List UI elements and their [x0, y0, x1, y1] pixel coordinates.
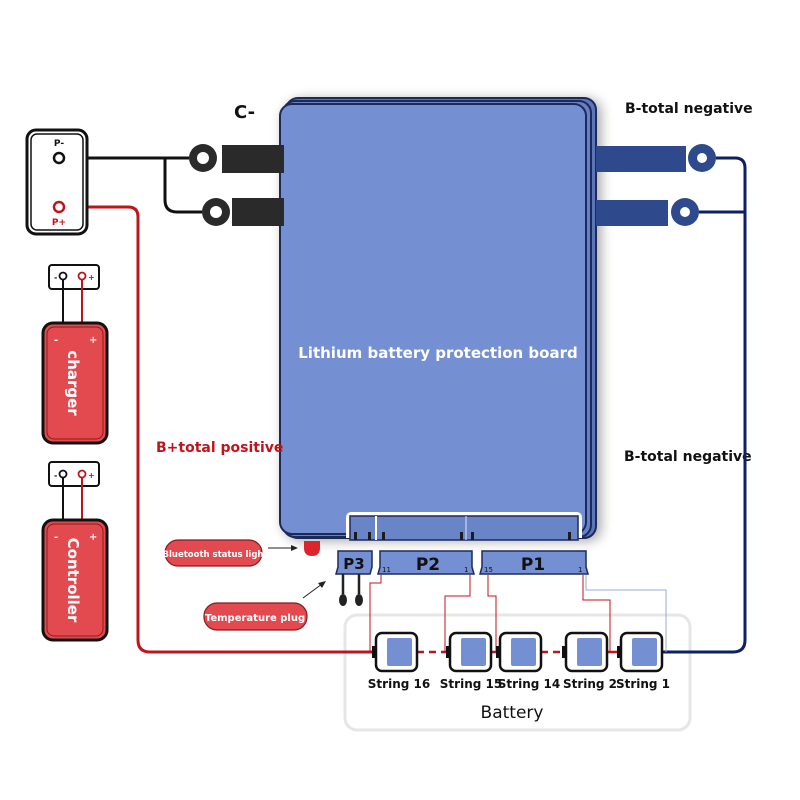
- temperature-probe-icon: [339, 594, 347, 606]
- p1-pin-right: 1: [578, 566, 582, 574]
- balance-wires: [369, 575, 667, 652]
- p1-label: P1: [521, 555, 545, 575]
- bluetooth-arrow-head: [291, 545, 298, 551]
- connector-socket: [346, 512, 582, 541]
- p-minus-label: P-: [54, 139, 64, 149]
- p-minus-wire-branch: [163, 158, 202, 214]
- b-minus-terminal-2: [596, 198, 699, 226]
- c-minus-label: C-: [234, 102, 255, 123]
- p2-pin-right: 1: [464, 566, 468, 574]
- controller-device: [41, 461, 109, 642]
- charger-label: charger: [64, 350, 82, 416]
- output-port: [25, 128, 89, 236]
- c-minus-terminal-1: [189, 144, 284, 173]
- cell-terminal: [496, 646, 501, 658]
- battery-title: Battery: [481, 703, 544, 723]
- charger-device: [41, 264, 109, 445]
- bluetooth-callout-text: Bluetooth status ligh: [163, 550, 264, 560]
- charger-minus: -: [54, 335, 58, 346]
- battery-cell-fill: [632, 638, 657, 666]
- temperature-probe-icon: [355, 594, 363, 606]
- cell-terminal: [617, 646, 622, 658]
- bluetooth-callout: [164, 539, 263, 567]
- p2-pin-left: 11: [382, 566, 391, 574]
- b-total-negative-side-label: B-total negative: [624, 449, 752, 465]
- p1-pin-left: 15: [484, 566, 493, 574]
- string-label: String 16: [368, 677, 430, 691]
- p2-connector: [377, 550, 475, 575]
- string-label: String 2: [563, 677, 617, 691]
- b-positive-wire: [60, 205, 372, 654]
- string-label: String 15: [440, 677, 502, 691]
- p1-connector: [479, 550, 589, 575]
- battery-cell-fill: [461, 638, 486, 666]
- charger-plus: +: [89, 335, 97, 346]
- controller-port-plus: +: [88, 471, 95, 480]
- controller-port-minus: -: [54, 471, 57, 480]
- p3-label: P3: [343, 555, 364, 573]
- bluetooth-led-icon: [304, 541, 320, 556]
- battery-cell-fill: [387, 638, 412, 666]
- board-title: Lithium battery protection board: [298, 344, 578, 362]
- temperature-arrow-head: [318, 581, 326, 588]
- b-minus-terminal-1: [596, 144, 716, 172]
- p-plus-label: P+: [52, 218, 66, 228]
- cell-terminal: [446, 646, 451, 658]
- cell-terminal: [372, 646, 377, 658]
- c-minus-terminal-2: [202, 198, 284, 226]
- string-label: String 14: [498, 677, 560, 691]
- temperature-arrow: [302, 583, 323, 599]
- controller-label: Controller: [64, 538, 82, 623]
- cell-terminal: [562, 646, 567, 658]
- p-minus-terminal: [52, 151, 66, 165]
- p3-connector: [335, 550, 373, 606]
- p-plus-terminal: [52, 200, 66, 214]
- p2-label: P2: [416, 555, 440, 575]
- string-label: String 1: [616, 677, 670, 691]
- battery-cell-fill: [577, 638, 602, 666]
- b-negative-wire: [662, 156, 747, 654]
- battery-cell-fill: [511, 638, 536, 666]
- charger-port-minus: -: [54, 273, 57, 282]
- protection-board: [279, 97, 597, 539]
- charger-port-plus: +: [88, 273, 95, 282]
- b-total-negative-top-label: B-total negative: [625, 101, 753, 117]
- b-total-positive-label: B+total positive: [156, 440, 283, 456]
- temperature-callout-text: Temperature plug: [205, 613, 305, 624]
- controller-minus: -: [54, 532, 58, 543]
- battery-cells: [372, 631, 664, 673]
- temperature-callout: [203, 602, 308, 631]
- controller-plus: +: [89, 532, 97, 543]
